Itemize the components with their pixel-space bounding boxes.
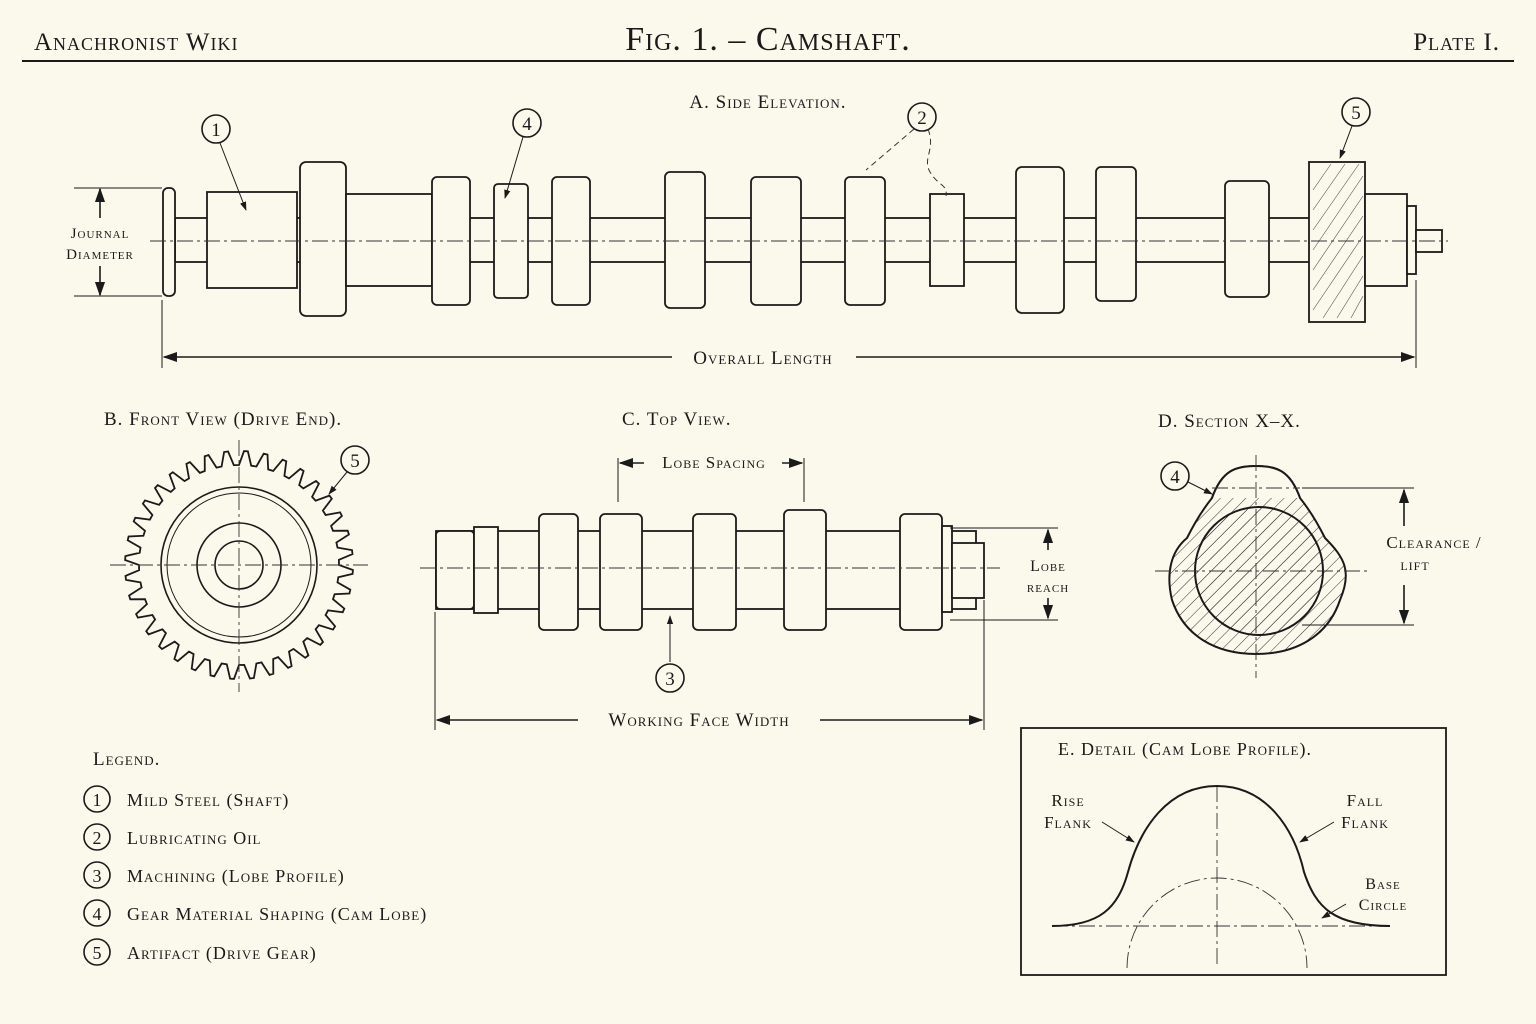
working-face-width-label: Working Face Width	[608, 710, 789, 731]
callout-circle	[1341, 97, 1371, 127]
callout-circle	[340, 445, 370, 475]
legend-item-badge	[83, 823, 111, 851]
callout-number: 5	[350, 451, 360, 472]
rear-collar	[1406, 205, 1417, 275]
top-end-journal	[435, 530, 475, 610]
front-journal	[206, 191, 298, 289]
fall-flank-label-2: Flank	[1341, 813, 1389, 832]
legend-item-label: Gear Material Shaping (Cam Lobe)	[127, 904, 427, 925]
callout-leader	[1339, 125, 1353, 159]
top-stub	[951, 542, 985, 599]
legend-item-number: 3	[93, 866, 102, 886]
bearing-journal	[345, 193, 433, 287]
legend-item-number: 5	[93, 943, 102, 963]
shaft-end-flange	[162, 187, 176, 297]
legend-item-label: Lubricating Oil	[127, 828, 262, 848]
cam-lobe	[1224, 180, 1270, 298]
legend-item-number: 1	[93, 790, 102, 810]
callout-number: 5	[1351, 103, 1361, 124]
legend-item: 5 Artifact (Drive Gear)	[83, 938, 317, 966]
callout-leader	[865, 128, 915, 171]
side-elevation-view: A. Side Elevation.	[66, 92, 1448, 369]
fall-flank-leader	[1299, 821, 1335, 843]
rise-flank-label-1: Rise	[1051, 791, 1084, 810]
cam-lobe	[1095, 166, 1137, 302]
callout-number: 2	[917, 108, 927, 129]
legend-item-number: 2	[93, 828, 102, 848]
callout-circle	[201, 114, 231, 144]
oil-path-leader	[926, 128, 947, 197]
lobe-reach-label-1: Lobe	[1030, 558, 1066, 575]
rear-journal	[1364, 193, 1408, 287]
legend-item: 1 Mild Steel (Shaft)	[83, 785, 289, 813]
bearing-journal	[929, 193, 965, 287]
legend-item-label: Machining (Lobe Profile)	[127, 866, 345, 887]
rise-flank-label-2: Flank	[1044, 813, 1092, 832]
legend-item-badge	[83, 861, 111, 889]
detail-view-title: E. Detail (Cam Lobe Profile).	[1058, 739, 1312, 760]
callout-circle	[655, 663, 685, 693]
cam-lobe	[1015, 166, 1065, 314]
top-view-title: C. Top View.	[622, 409, 731, 430]
detail-view: E. Detail (Cam Lobe Profile). Rise Flank…	[1020, 727, 1447, 976]
callout-circle	[907, 102, 937, 132]
journal-diameter-label-2: Diameter	[66, 247, 134, 263]
rise-flank-leader	[1101, 821, 1135, 843]
gear-teeth-hatching	[1312, 163, 1364, 319]
callout-circle	[1160, 461, 1190, 491]
top-cam-lobe	[692, 513, 737, 631]
cam-lobe-profile-curve	[1051, 784, 1391, 927]
base-circle-arc	[1126, 877, 1308, 969]
front-view: B. Front View (Drive End). 5	[104, 409, 370, 692]
callout-number: 4	[522, 114, 532, 135]
overall-length-label: Overall Length	[693, 348, 832, 369]
callout-number: 3	[665, 669, 675, 690]
side-elevation-title: A. Side Elevation.	[689, 92, 846, 113]
callout-leader	[504, 136, 524, 199]
top-cam-lobe	[599, 513, 643, 631]
legend: Legend. 1 Mild Steel (Shaft) 2 Lubricati…	[83, 749, 427, 966]
lobe-spacing-label: Lobe Spacing	[662, 453, 766, 472]
cam-lobe	[664, 171, 706, 309]
figure-title: Fig. 1. – Camshaft.	[625, 21, 911, 58]
header: Anachronist Wiki Fig. 1. – Camshaft. Pla…	[22, 21, 1514, 62]
legend-item: 3 Machining (Lobe Profile)	[83, 861, 345, 889]
legend-item-label: Artifact (Drive Gear)	[127, 943, 317, 964]
detail-frame	[1020, 727, 1447, 976]
callout-number: 1	[211, 120, 221, 141]
base-circle-label-1: Base	[1365, 876, 1400, 893]
base-circle-leader	[1321, 903, 1347, 919]
plate-number: Plate I.	[1413, 29, 1500, 56]
legend-item: 4 Gear Material Shaping (Cam Lobe)	[83, 899, 427, 927]
lobe-reach-label-2: reach	[1027, 579, 1069, 596]
fall-flank-label-1: Fall	[1347, 791, 1384, 810]
callout-leader	[1187, 481, 1213, 495]
clearance-lift-label-2: lift	[1400, 555, 1429, 574]
legend-title: Legend.	[93, 749, 160, 770]
legend-item-badge	[83, 785, 111, 813]
clearance-lift-label-1: Clearance /	[1386, 533, 1481, 552]
journal-diameter-label-1: Journal	[71, 226, 130, 242]
cam-lobe	[299, 161, 347, 317]
top-cam-lobe	[899, 513, 943, 631]
section-view-title: D. Section X–X.	[1158, 411, 1301, 432]
legend-item-badge	[83, 899, 111, 927]
callout-circle	[512, 108, 542, 138]
callout-leader	[328, 471, 348, 495]
top-view: C. Top View. Lobe Spacing Lobe reach 3	[420, 409, 1069, 731]
top-cam-lobe	[538, 513, 579, 631]
section-view: D. Section X–X. 4 Clearance / lift	[1155, 411, 1481, 678]
callout-leader	[219, 142, 247, 211]
base-circle-label-2: Circle	[1359, 897, 1407, 914]
legend-item: 2 Lubricating Oil	[83, 823, 262, 851]
top-cam-lobe	[783, 509, 827, 631]
front-view-title: B. Front View (Drive End).	[104, 409, 342, 430]
legend-item-badge	[83, 938, 111, 966]
publisher-name: Anachronist Wiki	[34, 29, 238, 56]
legend-item-label: Mild Steel (Shaft)	[127, 790, 289, 811]
callout-number: 4	[1170, 467, 1180, 488]
legend-item-number: 4	[93, 904, 102, 924]
